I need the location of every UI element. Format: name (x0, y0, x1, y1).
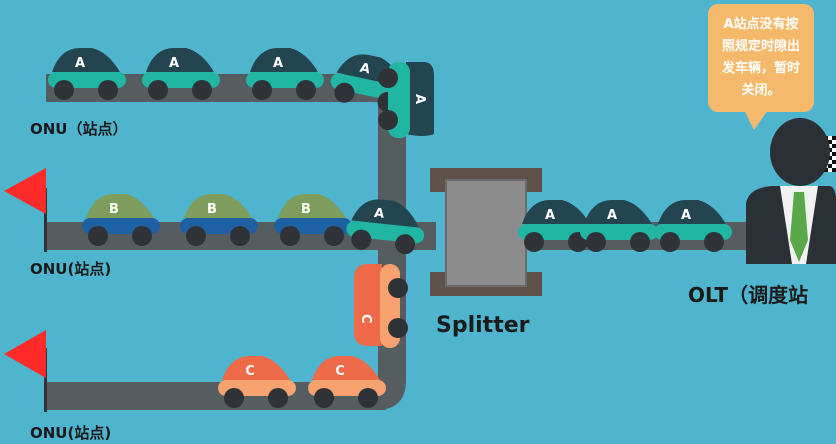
car-b-2-label: B (207, 202, 217, 217)
car-trunk-1-wheel-front (524, 232, 544, 252)
car-b-3: B (274, 194, 352, 246)
speech-line-4: 关闭。 (741, 82, 780, 98)
car-a-3-roof (250, 48, 318, 72)
speech-bubble: A站点没有按 照规定时隙出 发车辆，暂时 关闭。 (708, 4, 814, 130)
car-a-3: A (246, 48, 324, 100)
car-c-2: C (308, 356, 386, 408)
car-a-1-wheel-front (54, 80, 74, 100)
onu-label-bottom: ONU(站点) (30, 424, 111, 442)
car-a-1: A (48, 48, 126, 100)
car-a-2-wheel-front (148, 80, 168, 100)
car-trunk-1-roof (522, 200, 590, 224)
car-b-1: B (82, 194, 160, 246)
car-a-2-wheel-rear (192, 80, 212, 100)
car-a-3-wheel-front (252, 80, 272, 100)
flag-middle (4, 168, 47, 252)
car-b-3-wheel-rear (324, 226, 344, 246)
car-a-3-wheel-rear (296, 80, 316, 100)
car-b-1-roof (86, 194, 154, 218)
car-b-1-label: B (109, 202, 119, 217)
car-trunk-2-roof (584, 200, 652, 224)
olt-label: OLT（调度站 (688, 283, 808, 307)
flag-bottom (4, 330, 47, 412)
car-c-vertical: C (354, 264, 408, 348)
car-trunk-3-label: A (681, 208, 691, 223)
car-c-2-roof (312, 356, 380, 380)
car-trunk-1: A (518, 200, 596, 252)
car-c-2-wheel-front (314, 388, 334, 408)
splitter-label: Splitter (436, 313, 530, 338)
speech-line-3: 发车辆，暂时 (721, 60, 800, 76)
car-a-merge-label: A (373, 206, 385, 222)
car-a-2: A (142, 48, 220, 100)
splitter-body (445, 179, 527, 287)
car-c-1-wheel-front (224, 388, 244, 408)
car-b-2-wheel-rear (230, 226, 250, 246)
car-trunk-3-wheel-front (660, 232, 680, 252)
car-c-2-wheel-rear (358, 388, 378, 408)
onu-label-top: ONU（站点） (30, 120, 128, 138)
car-b-2-wheel-front (186, 226, 206, 246)
road-bottom-curve (376, 350, 406, 410)
car-a-1-wheel-rear (98, 80, 118, 100)
car-trunk-3: A (654, 200, 732, 252)
car-b-1-wheel-rear (132, 226, 152, 246)
speech-line-2: 照规定时隙出 (722, 38, 800, 54)
splitter-device (430, 168, 542, 296)
car-c-1: C (218, 356, 296, 408)
car-c-1-label: C (245, 364, 255, 379)
car-trunk-2-label: A (607, 208, 617, 223)
car-trunk-2: A (580, 200, 658, 252)
flag-bottom-cloth (4, 330, 46, 378)
onu-label-middle: ONU(站点) (30, 260, 111, 278)
car-c-1-wheel-rear (268, 388, 288, 408)
car-c-vertical-label: C (358, 314, 373, 324)
operator-head (770, 118, 830, 186)
car-trunk-3-roof (658, 200, 726, 224)
car-b-2: B (180, 194, 258, 246)
car-c-2-label: C (335, 364, 345, 379)
car-a-merge: A (346, 199, 425, 255)
car-b-3-wheel-front (280, 226, 300, 246)
car-a-2-roof (146, 48, 214, 72)
car-a-1-roof (52, 48, 120, 72)
car-a-tilted-label: A (358, 61, 371, 78)
car-trunk-1-label: A (545, 208, 555, 223)
car-a-vertical: A (378, 62, 434, 138)
car-b-3-roof (278, 194, 346, 218)
olt-operator (746, 118, 836, 264)
car-b-2-roof (184, 194, 252, 218)
car-trunk-2-wheel-rear (630, 232, 650, 252)
speech-line-1: A站点没有按 (723, 16, 798, 32)
car-a-vertical-label: A (412, 94, 427, 104)
car-a-1-label: A (75, 56, 85, 71)
car-trunk-2-wheel-front (586, 232, 606, 252)
operator-tie (790, 192, 808, 262)
car-c-1-roof (222, 356, 290, 380)
flag-middle-cloth (4, 168, 46, 214)
car-a-2-label: A (169, 56, 179, 71)
car-b-3-label: B (301, 202, 311, 217)
car-b-1-wheel-front (88, 226, 108, 246)
car-trunk-3-wheel-rear (704, 232, 724, 252)
car-a-3-label: A (273, 56, 283, 71)
